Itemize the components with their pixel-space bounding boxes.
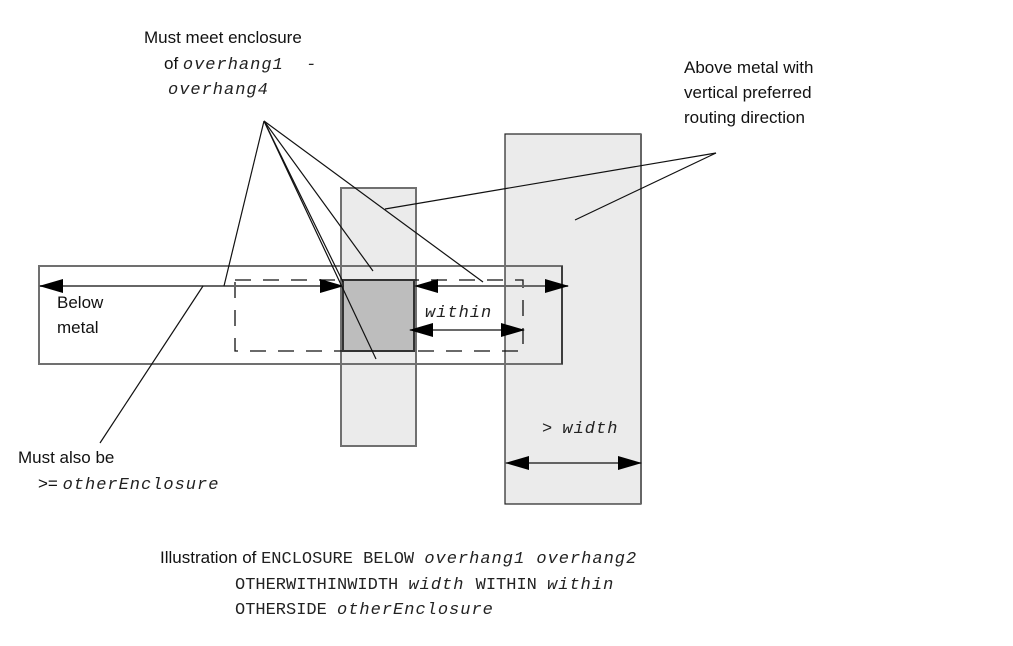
enclosure-callout-line3: overhang4 xyxy=(168,81,269,100)
enclosure-leaders xyxy=(223,120,484,360)
above-metal-leaders xyxy=(384,152,717,221)
above-metal-wide xyxy=(504,133,642,505)
above-metal-callout-line3: routing direction xyxy=(684,108,805,127)
caption-line3: OTHERSIDE otherEnclosure xyxy=(215,601,506,620)
other-enclosure-callout-line1: Must also be xyxy=(18,448,114,467)
enclosure-callout-line1: Must meet enclosure xyxy=(144,28,302,47)
within-label: within xyxy=(425,304,492,323)
other-enclosure-leader xyxy=(99,285,204,444)
enclosure-callout-line2: of overhang1 - xyxy=(144,54,329,75)
below-metal-label-line1: Below xyxy=(57,293,104,312)
below-metal-label-line2: metal xyxy=(57,318,99,337)
above-metal-callout-line2: vertical preferred xyxy=(684,83,812,102)
other-enclosure-callout-line2: >= otherEnclosure xyxy=(18,474,231,495)
via xyxy=(342,279,415,352)
above-metal-callout-line1: Above metal with xyxy=(684,58,813,77)
caption-line1: Illustration of ENCLOSURE BELOW overhang… xyxy=(140,548,649,569)
width-label: > width xyxy=(522,420,630,439)
caption-line2: OTHERWITHINWIDTH width WITHIN within xyxy=(215,576,626,595)
